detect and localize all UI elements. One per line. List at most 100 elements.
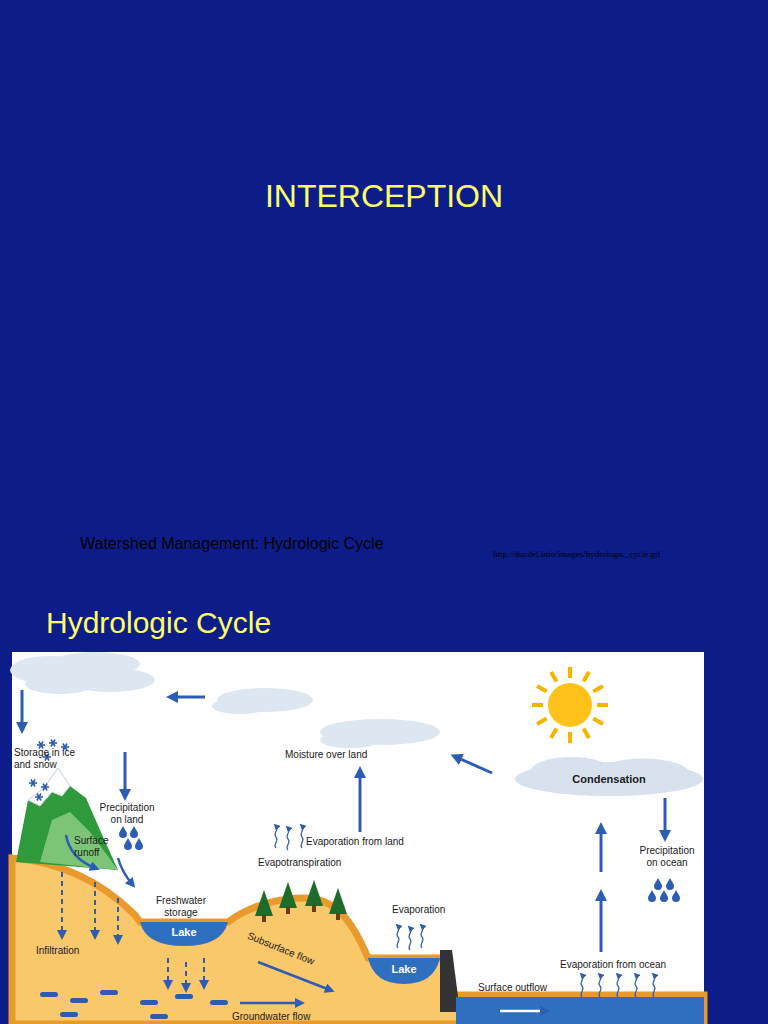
illustration-part — [584, 728, 590, 738]
illustration-part — [167, 958, 169, 985]
illustration-part — [117, 898, 119, 940]
infiltration-arrows — [62, 872, 204, 988]
illustration-part — [28, 768, 70, 806]
illustration-part — [548, 683, 592, 727]
ocean — [456, 997, 704, 1024]
illustration-part — [130, 826, 138, 838]
cloud-shape: Condensation — [515, 762, 703, 796]
illustration-part — [118, 858, 132, 884]
illustration-part — [172, 696, 205, 699]
illustration-part — [409, 928, 411, 950]
illustration-part — [175, 994, 193, 999]
slide-footer: http://ducdel.info/images/hydrologic_cyc… — [493, 549, 660, 559]
illustration-part — [537, 719, 547, 725]
illustration-part — [359, 772, 362, 832]
clouds — [10, 652, 440, 748]
illustration-part — [599, 975, 601, 997]
illustration-part — [301, 826, 303, 848]
illustration-part — [61, 872, 63, 935]
diagram-label: Evaporation from land — [306, 836, 404, 848]
node-text: Condensation — [572, 773, 645, 785]
lake-shape: Lake — [368, 958, 440, 984]
illustration-part — [537, 686, 547, 692]
illustration-part — [16, 768, 118, 870]
diagram-label: Freshwater storage — [148, 895, 214, 918]
illustration-part — [500, 1010, 545, 1013]
illustration-part — [593, 719, 603, 725]
lake-shape: Lake — [140, 922, 228, 946]
illustration-part — [203, 958, 205, 985]
illustration-part — [185, 962, 187, 988]
illustration-panel — [12, 652, 704, 1024]
diagram-label: Precipitation on ocean — [634, 845, 700, 868]
illustration-part — [255, 890, 273, 916]
illustration-part — [212, 698, 268, 714]
illustration-part — [329, 888, 347, 914]
illustration-part — [660, 890, 668, 902]
illustration-part — [551, 672, 557, 682]
illustration-part — [421, 926, 423, 948]
illustration-part — [312, 905, 316, 912]
slide-title: Hydrologic Cycle — [46, 606, 271, 641]
node-text: Lake — [171, 926, 196, 938]
illustration-part — [597, 703, 608, 707]
illustration-part — [41, 784, 49, 791]
illustration-part — [279, 882, 297, 908]
illustration-part — [124, 838, 132, 850]
trees — [255, 880, 347, 922]
illustration-part — [648, 890, 656, 902]
illustration-part — [532, 703, 543, 707]
slide-footer: Watershed Management: Hydrologic Cycle — [80, 535, 384, 553]
illustration-part — [25, 674, 95, 694]
illustration-part — [600, 895, 603, 952]
illustration-part — [240, 1002, 300, 1005]
illustration-part — [40, 992, 58, 997]
illustration-part — [49, 740, 57, 747]
sun — [532, 667, 608, 743]
illustration-part — [672, 890, 680, 902]
illustration-part — [60, 1012, 78, 1017]
illustration-part — [119, 826, 127, 838]
illustration-part — [70, 998, 88, 1003]
diagram-label: Surface runoff — [74, 835, 118, 858]
diagram-label: Evaporation from ocean — [560, 959, 666, 971]
illustration-part — [262, 915, 266, 922]
diagram-label: Infiltration — [36, 945, 79, 957]
illustration-part — [210, 1000, 228, 1005]
illustration-part — [94, 882, 96, 935]
illustration-part — [287, 828, 289, 850]
illustration-part — [100, 990, 118, 995]
diagram-label: Evapotranspiration — [258, 857, 341, 869]
illustration-part — [568, 732, 572, 743]
illustration-part — [29, 780, 37, 787]
illustration-part — [275, 826, 277, 848]
diagram-label: Subsurface flow — [246, 930, 316, 967]
illustration-part — [593, 686, 603, 692]
illustration-part — [40, 812, 118, 870]
diagram-label: Moisture over land — [285, 749, 367, 761]
diagram-label: Surface outflow — [478, 982, 547, 994]
illustration-part — [336, 913, 340, 920]
illustration-part — [635, 975, 637, 997]
illustration-part — [320, 732, 380, 748]
illustration-part — [617, 975, 619, 997]
illustration-part — [140, 1000, 158, 1005]
slide-title: INTERCEPTION — [0, 178, 768, 215]
ground — [12, 858, 704, 1024]
illustration-part — [600, 828, 603, 872]
illustration-part — [568, 667, 572, 678]
diagram-label: Storage in ice and snow — [14, 747, 80, 770]
illustration-part — [666, 878, 674, 890]
illustration-part — [456, 757, 492, 773]
illustration-part — [135, 838, 143, 850]
illustration-part — [397, 926, 399, 948]
diagram-label: Groundwater flow — [232, 1011, 310, 1023]
illustration-part — [664, 798, 667, 836]
illustration-part — [653, 975, 655, 997]
evaporation-waves — [275, 826, 655, 997]
illustration-part — [584, 672, 590, 682]
groundwater — [40, 990, 228, 1019]
diagram-label: Precipitation on land — [94, 802, 160, 825]
